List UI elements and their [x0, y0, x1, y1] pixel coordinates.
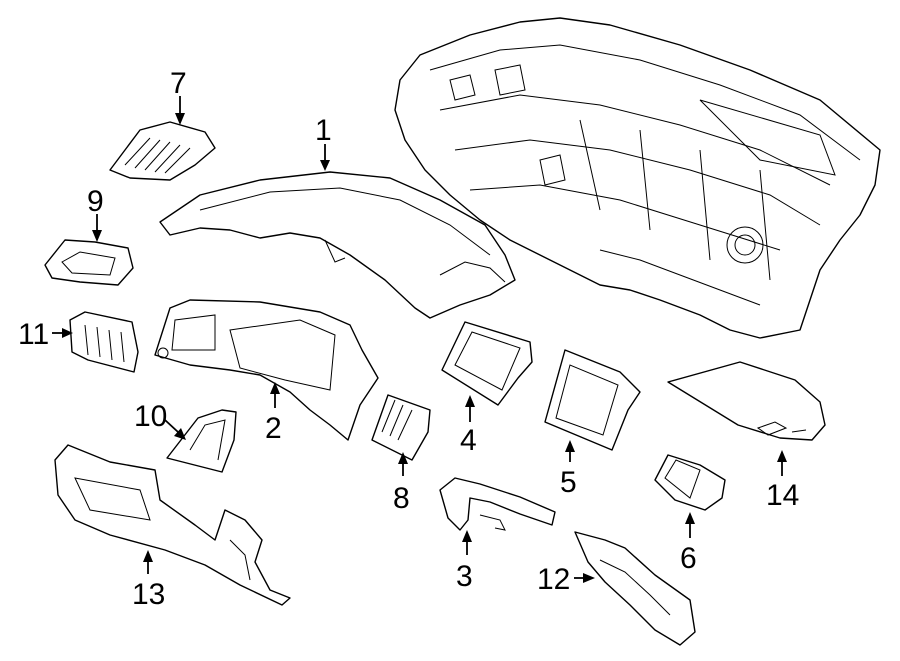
arrow-4 — [465, 395, 475, 422]
arrow-13 — [143, 550, 153, 574]
callout-labels: 1 2 3 4 5 6 7 8 9 10 11 12 13 14 — [18, 67, 799, 611]
part-7-vent-grille — [109, 121, 216, 181]
callout-13: 13 — [132, 578, 165, 611]
leader-arrows — [52, 96, 787, 583]
arrow-9 — [92, 214, 102, 242]
part-4-center-panel — [441, 321, 533, 406]
callout-2: 2 — [265, 412, 282, 445]
arrow-14 — [777, 450, 787, 476]
part-6-side-vent — [654, 454, 726, 511]
part-8-vent — [371, 394, 431, 461]
part-11-vent — [69, 311, 139, 373]
callout-14: 14 — [766, 479, 799, 512]
part-1-upper-cover — [159, 171, 516, 319]
arrow-10 — [164, 419, 186, 440]
arrow-7 — [175, 96, 185, 125]
part-12-lower-trim — [574, 531, 696, 646]
instrument-panel-frame — [394, 17, 881, 339]
arrow-11 — [52, 328, 73, 338]
arrow-2 — [270, 382, 280, 408]
arrow-3 — [462, 530, 472, 555]
part-2-cluster-bezel — [154, 299, 379, 441]
callout-9: 9 — [87, 185, 104, 218]
arrow-12 — [574, 573, 595, 583]
part-3-trim-strip — [439, 477, 556, 531]
arrow-6 — [685, 512, 695, 538]
callout-1: 1 — [315, 114, 332, 147]
arrow-1 — [320, 144, 330, 171]
arrow-5 — [565, 440, 575, 462]
callout-12: 12 — [537, 563, 570, 596]
callout-5: 5 — [560, 466, 577, 499]
callout-4: 4 — [460, 424, 477, 457]
callout-6: 6 — [680, 542, 697, 575]
part-10-bracket — [166, 409, 237, 473]
callout-8: 8 — [393, 482, 410, 515]
part-13-knee-bolster — [54, 444, 291, 606]
callout-3: 3 — [456, 560, 473, 593]
part-9-vent-housing — [44, 239, 134, 286]
callout-7: 7 — [170, 67, 187, 100]
part-5-display-bezel — [544, 349, 641, 451]
part-14-glove-box-door — [667, 361, 826, 441]
callout-11: 11 — [18, 318, 49, 351]
callout-10: 10 — [134, 400, 167, 433]
arrow-8 — [398, 452, 408, 476]
